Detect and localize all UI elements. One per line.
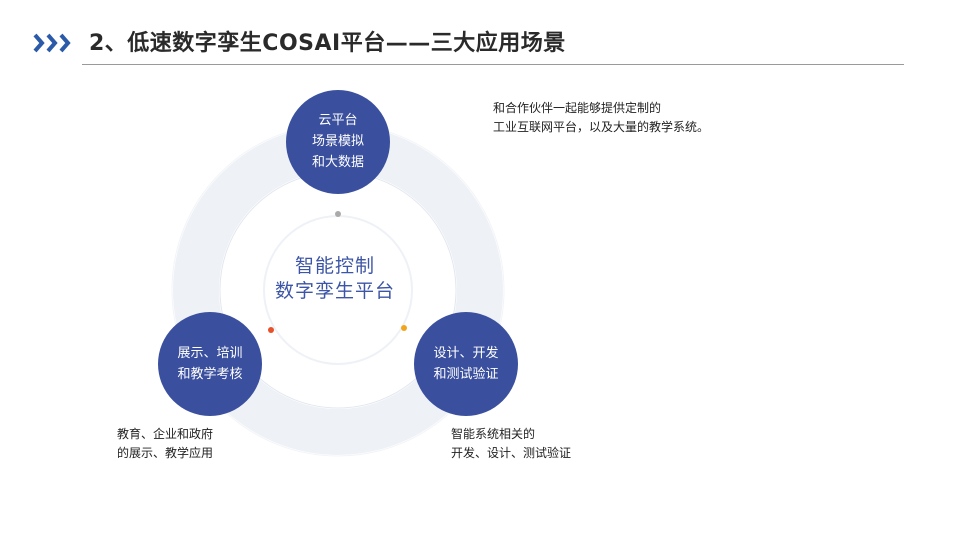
node-top-line-3: 和大数据 <box>311 155 364 170</box>
note-left-line-1: 教育、企业和政府 <box>117 427 214 441</box>
page-title: 2、低速数字孪生COSAI平台——三大应用场景 <box>89 31 566 56</box>
node-left-line-2: 和教学考核 <box>177 367 243 382</box>
note-right-line-2: 开发、设计、测试验证 <box>451 446 572 460</box>
chevrons-icon <box>33 33 71 53</box>
node-right-line-1: 设计、开发 <box>433 346 499 361</box>
note-right-line-1: 智能系统相关的 <box>451 427 536 441</box>
center-label: 智能控制 数字孪生平台 <box>250 254 420 304</box>
note-left-line-2: 的展示、教学应用 <box>117 446 214 460</box>
title-divider <box>82 64 904 65</box>
note-right: 智能系统相关的 开发、设计、测试验证 <box>451 425 571 463</box>
node-top <box>286 90 390 194</box>
note-top-line-1: 和合作伙伴一起能够提供定制的 <box>493 101 662 115</box>
node-left-line-1: 展示、培训 <box>177 346 243 361</box>
node-right <box>414 312 518 416</box>
connector-dot-left <box>268 327 274 333</box>
note-top-line-2: 工业互联网平台，以及大量的教学系统。 <box>493 120 710 134</box>
center-line-1: 智能控制 <box>294 255 375 277</box>
node-top-line-1: 云平台 <box>318 113 358 128</box>
node-top-line-2: 场景模拟 <box>311 134 364 149</box>
node-top-label: 云平台 场景模拟 和大数据 <box>288 110 388 173</box>
note-top: 和合作伙伴一起能够提供定制的 工业互联网平台，以及大量的教学系统。 <box>493 99 709 137</box>
center-line-2: 数字孪生平台 <box>274 280 395 302</box>
connector-dot-top <box>335 211 341 217</box>
node-left <box>158 312 262 416</box>
note-left: 教育、企业和政府 的展示、教学应用 <box>117 425 213 463</box>
node-right-line-2: 和测试验证 <box>433 367 499 382</box>
connector-dot-right <box>401 325 407 331</box>
node-left-label: 展示、培训 和教学考核 <box>158 343 262 385</box>
node-right-label: 设计、开发 和测试验证 <box>414 343 518 385</box>
